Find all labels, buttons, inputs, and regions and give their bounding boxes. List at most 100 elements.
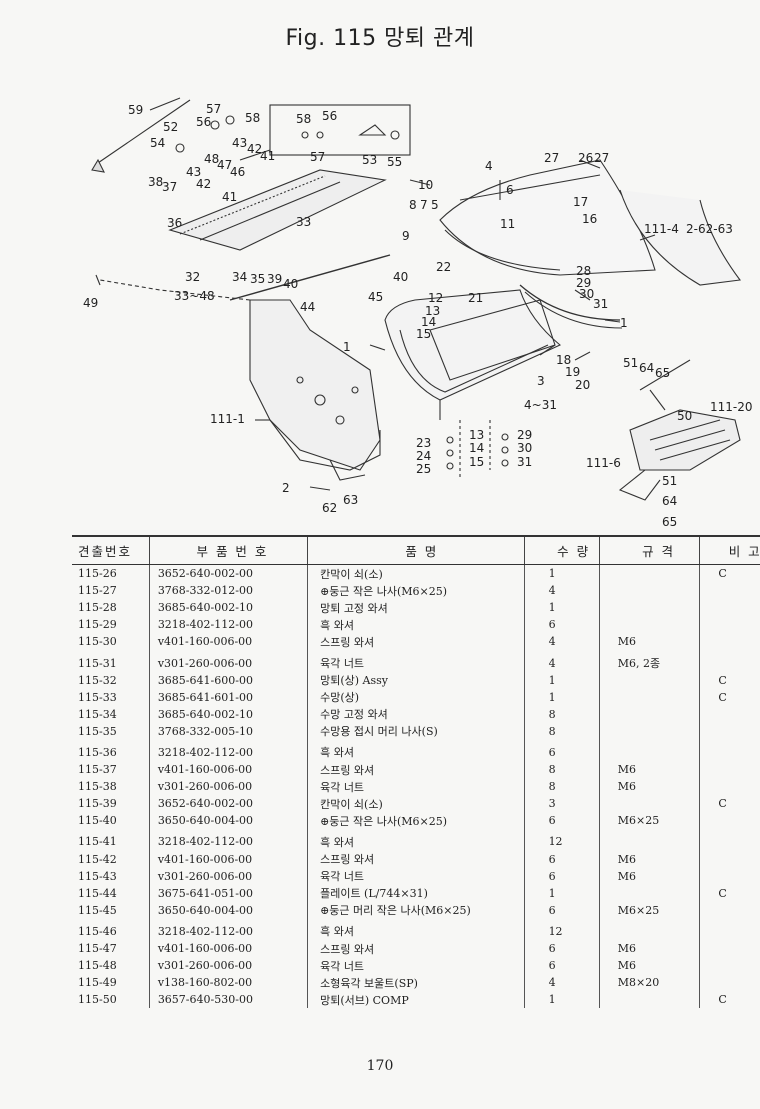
part-name-cell: 망퇴 고정 와셔 bbox=[307, 599, 525, 617]
spec-cell bbox=[598, 722, 700, 740]
col-header-qty: 수 량 bbox=[523, 535, 600, 565]
ref-no-cell: 115-26 bbox=[78, 567, 117, 581]
col-header-ref-no: 견출번호 bbox=[72, 535, 150, 565]
part-name-cell: 망퇴(상) Assy bbox=[307, 671, 525, 689]
part-name-cell: ⊕둥근 작은 나사(M6×25) bbox=[307, 582, 525, 600]
part-no-cell: 3657-640-530-00 bbox=[148, 991, 308, 1009]
callout: 50 bbox=[677, 409, 692, 423]
qty-cell: 12 bbox=[523, 918, 600, 940]
qty-cell: 12 bbox=[523, 829, 600, 851]
part-no-cell: 3685-641-600-00 bbox=[148, 671, 308, 689]
qty-cell: 6 bbox=[523, 957, 600, 975]
callout: 51 bbox=[623, 356, 638, 370]
ref-no-cell: 115-47 bbox=[78, 942, 117, 956]
part-no-cell: 3685-640-002-10 bbox=[148, 599, 308, 617]
callout: 62 bbox=[322, 501, 337, 515]
ref-no-cell: 115-43 bbox=[78, 869, 117, 883]
callout: 39 bbox=[267, 272, 282, 286]
callout: 41 bbox=[260, 149, 275, 163]
callout: 32 bbox=[185, 270, 200, 284]
callout: 44 bbox=[300, 300, 315, 314]
callout: 43 bbox=[232, 136, 247, 150]
callout: 65 bbox=[655, 366, 670, 380]
remarks-cell bbox=[699, 761, 760, 779]
remarks-cell bbox=[699, 616, 760, 634]
ref-no-cell: 115-34 bbox=[78, 707, 117, 721]
callout: 49 bbox=[83, 296, 98, 310]
spec-cell bbox=[598, 564, 700, 583]
remarks-cell bbox=[699, 705, 760, 723]
callout: 42 bbox=[247, 142, 262, 156]
part-no-cell: 3218-402-112-00 bbox=[148, 918, 308, 940]
spec-cell bbox=[598, 739, 700, 762]
spec-cell bbox=[598, 671, 700, 689]
qty-cell: 6 bbox=[523, 850, 600, 868]
callout: 4~31 bbox=[524, 398, 557, 412]
part-no-cell: v401-160-006-00 bbox=[148, 939, 308, 958]
callout: 22 bbox=[436, 260, 451, 274]
qty-cell: 6 bbox=[523, 616, 600, 634]
ref-no-cell: 115-29 bbox=[78, 618, 117, 632]
callout: 15 bbox=[469, 455, 484, 469]
callout: 27 bbox=[544, 151, 559, 165]
ref-no-cell: 115-50 bbox=[78, 993, 117, 1007]
callout: 19 bbox=[565, 365, 580, 379]
callout: 37 bbox=[162, 180, 177, 194]
callout: 29 bbox=[517, 428, 532, 442]
callout: 30 bbox=[517, 441, 532, 455]
callout: 25 bbox=[416, 462, 431, 476]
col-header-remarks: 비 고 bbox=[699, 535, 760, 565]
part-name-cell: 육각 너트 bbox=[307, 867, 525, 885]
spec-cell: M6×25 bbox=[598, 812, 700, 830]
callout: 28 bbox=[576, 264, 591, 278]
spec-cell bbox=[598, 688, 700, 706]
callout: 64 bbox=[662, 494, 677, 508]
part-name-cell: 스프링 와셔 bbox=[307, 761, 525, 779]
callout: 55 bbox=[387, 155, 402, 169]
part-name-cell: 육각 너트 bbox=[307, 957, 525, 975]
callout: 36 bbox=[167, 216, 182, 230]
col-header-spec: 규 격 bbox=[598, 535, 700, 565]
callout: 56 bbox=[196, 115, 211, 129]
part-no-cell: 3650-640-004-00 bbox=[148, 812, 308, 830]
ref-no-cell: 115-27 bbox=[78, 584, 117, 598]
callout: 111-6 bbox=[586, 456, 621, 470]
qty-cell: 3 bbox=[523, 795, 600, 813]
part-name-cell: 망퇴(서브) COMP bbox=[307, 991, 525, 1009]
callout: 42 bbox=[196, 177, 211, 191]
exploded-parts-diagram: 59 56 57 58 52 54 43 42 41 48 47 46 43 4… bbox=[83, 97, 753, 529]
qty-cell: 1 bbox=[523, 671, 600, 689]
spec-cell: M6×25 bbox=[598, 901, 700, 919]
callout: 6 bbox=[506, 183, 514, 197]
callout: 38 bbox=[148, 175, 163, 189]
remarks-cell bbox=[699, 582, 760, 600]
fastener-stack-center bbox=[446, 433, 509, 470]
spec-cell: M6 bbox=[598, 850, 700, 868]
ref-no-cell: 115-36 bbox=[78, 745, 117, 759]
remarks-cell bbox=[699, 957, 760, 975]
remarks-cell bbox=[699, 867, 760, 885]
callout: 21 bbox=[468, 291, 483, 305]
callout: 33~48 bbox=[174, 289, 215, 303]
spec-cell bbox=[598, 795, 700, 813]
part-no-cell: 3218-402-112-00 bbox=[148, 739, 308, 762]
callout: 20 bbox=[575, 378, 590, 392]
spec-cell: M6 bbox=[598, 867, 700, 885]
part-name-cell: ⊕둥근 작은 나사(M6×25) bbox=[307, 812, 525, 830]
part-no-cell: 3768-332-012-00 bbox=[148, 582, 308, 600]
qty-cell: 8 bbox=[523, 761, 600, 779]
part-no-cell: v301-260-006-00 bbox=[148, 650, 308, 672]
callout: 48 bbox=[204, 152, 219, 166]
part-name-cell: 수망(상) bbox=[307, 688, 525, 706]
callout: 12 bbox=[428, 291, 443, 305]
spec-cell bbox=[598, 991, 700, 1009]
